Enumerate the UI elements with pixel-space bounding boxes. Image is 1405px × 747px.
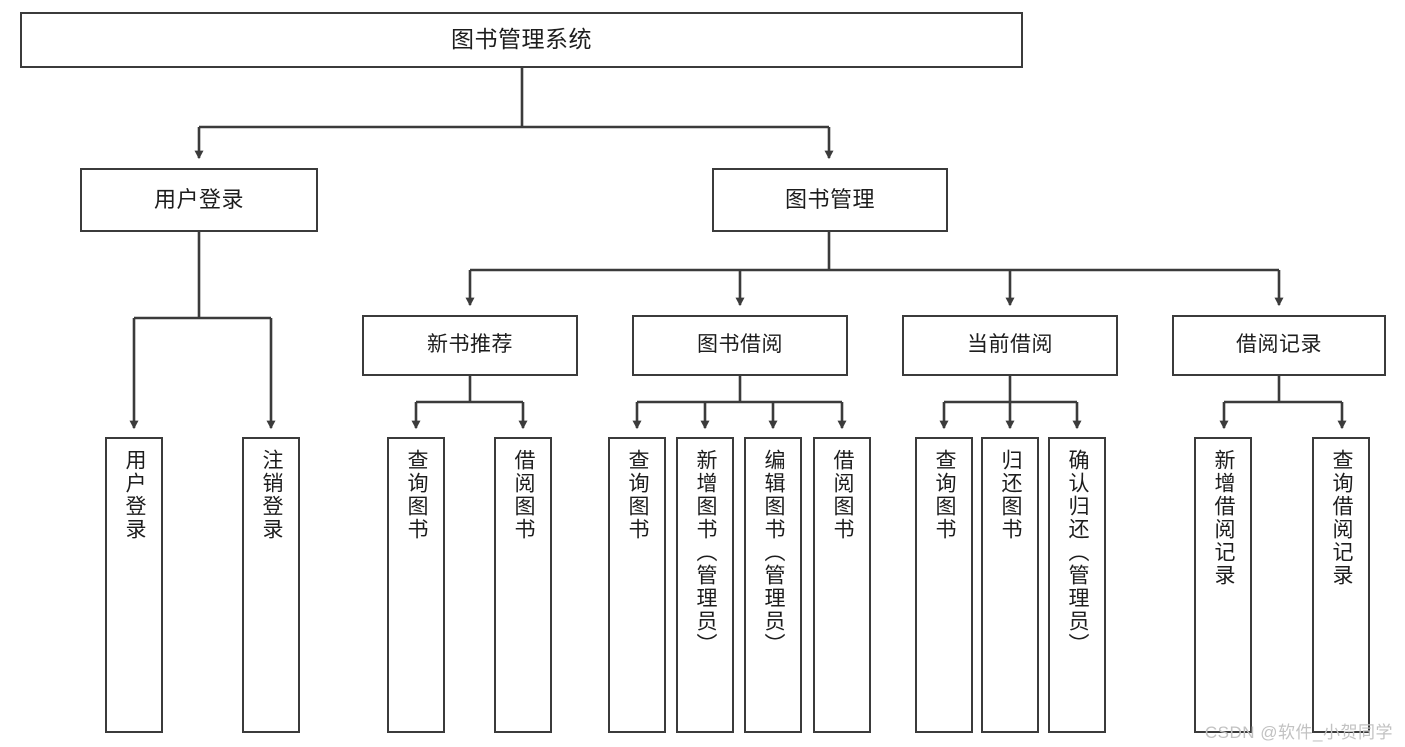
leaf-new-book-borrow-book[interactable]: 借阅图书 <box>494 437 552 733</box>
node-new-book-recommend[interactable]: 新书推荐 <box>362 315 578 376</box>
node-label: 查询借阅记录 <box>1330 449 1354 587</box>
leaf-borrow-record-query-record[interactable]: 查询借阅记录 <box>1312 437 1370 733</box>
node-borrow-record[interactable]: 借阅记录 <box>1172 315 1386 376</box>
node-label: 当前借阅 <box>967 333 1053 357</box>
edges-bookmgmt-to-level2 <box>465 232 1284 307</box>
node-label: 图书借阅 <box>697 333 783 357</box>
node-label: 查询图书 <box>933 449 957 541</box>
leaf-user-login-login[interactable]: 用户登录 <box>105 437 163 733</box>
node-label: 新书推荐 <box>427 333 513 357</box>
node-label: 用户登录 <box>153 187 244 213</box>
node-label: 注销登录 <box>260 449 284 541</box>
node-label: 借阅图书 <box>512 449 536 541</box>
node-label: 借阅记录 <box>1236 333 1322 357</box>
node-label: 归还图书 <box>999 449 1023 541</box>
leaf-current-borrow-confirm-return-admin[interactable]: 确认归还（管理员） <box>1048 437 1106 733</box>
node-root-book-management-system[interactable]: 图书管理系统 <box>20 12 1023 68</box>
node-current-borrow[interactable]: 当前借阅 <box>902 315 1118 376</box>
node-label: 新增借阅记录 <box>1212 449 1236 587</box>
node-label: 查询图书 <box>626 449 650 541</box>
leaf-current-borrow-query-book[interactable]: 查询图书 <box>915 437 973 733</box>
node-label: 用户登录 <box>123 449 147 541</box>
node-label: 图书管理系统 <box>451 26 592 53</box>
node-label: 确认归还（管理员） <box>1066 449 1090 656</box>
node-user-login[interactable]: 用户登录 <box>80 168 318 232</box>
node-label: 查询图书 <box>405 449 429 541</box>
leaf-user-login-logout[interactable]: 注销登录 <box>242 437 300 733</box>
leaf-book-borrow-add-book-admin[interactable]: 新增图书（管理员） <box>676 437 734 733</box>
watermark-text: CSDN @软件_小贺同学 <box>1204 723 1393 742</box>
edges-bookborrow-to-leaves <box>632 376 847 430</box>
edges-root-to-level1 <box>194 68 834 160</box>
leaf-borrow-record-add-record[interactable]: 新增借阅记录 <box>1194 437 1252 733</box>
leaf-new-book-query-book[interactable]: 查询图书 <box>387 437 445 733</box>
edges-borrowrecord-to-leaves <box>1219 376 1347 430</box>
leaf-book-borrow-borrow-book[interactable]: 借阅图书 <box>813 437 871 733</box>
leaf-book-borrow-query-book[interactable]: 查询图书 <box>608 437 666 733</box>
node-book-borrow[interactable]: 图书借阅 <box>632 315 848 376</box>
node-label: 借阅图书 <box>831 449 855 541</box>
leaf-current-borrow-return-book[interactable]: 归还图书 <box>981 437 1039 733</box>
edges-userlogin-to-leaves <box>129 232 276 430</box>
node-label: 编辑图书（管理员） <box>762 449 786 656</box>
node-label: 新增图书（管理员） <box>694 449 718 656</box>
edges-currentborrow-to-leaves <box>939 376 1082 430</box>
edges-newbook-to-leaves <box>411 376 528 430</box>
leaf-book-borrow-edit-book-admin[interactable]: 编辑图书（管理员） <box>744 437 802 733</box>
node-book-management[interactable]: 图书管理 <box>712 168 948 232</box>
node-label: 图书管理 <box>784 187 875 213</box>
